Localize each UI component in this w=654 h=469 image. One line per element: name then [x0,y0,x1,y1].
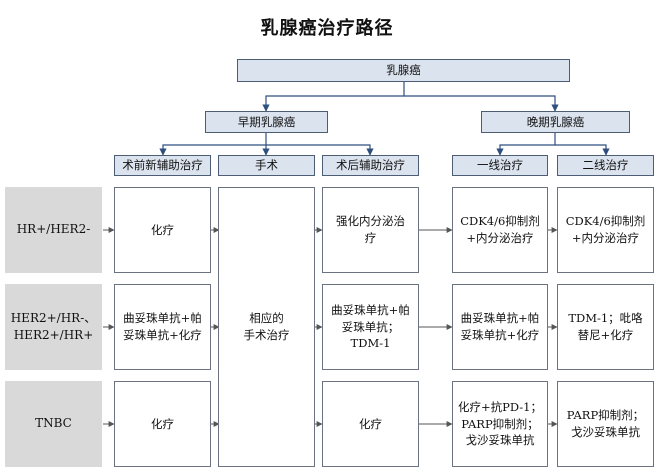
cell-row3-first-line: 化疗+抗PD-1； PARP抑制剂； 戈沙妥珠单抗 [452,381,548,467]
node-late-stage: 晚期乳腺癌 [481,111,630,133]
node-root: 乳腺癌 [237,59,570,82]
cell-row2-first-line: 曲妥珠单抗+帕 妥珠单抗+化疗 [452,284,548,370]
cell-row2-adjuvant: 曲妥珠单抗+帕 妥珠单抗； TDM-1 [322,284,419,370]
cell-row1-second-line: CDK4/6抑制剂 +内分泌治疗 [557,187,654,273]
connector-early-branch [159,133,267,156]
connector-late-second [555,144,610,156]
node-first-line: 一线治疗 [452,155,548,176]
connector-root-late [404,95,559,112]
row-label-her2-positive: HER2+/HR-、 HER2+/HR+ [5,284,102,370]
connector-root-branch [262,82,405,112]
diagram-title: 乳腺癌治疗路径 [260,18,394,39]
node-adjuvant: 术后辅助治疗 [322,155,419,176]
cell-row3-neoadjuvant: 化疗 [114,381,211,467]
cell-row1-first-line: CDK4/6抑制剂 +内分泌治疗 [452,187,548,273]
cell-surgery-all-rows: 相应的 手术治疗 [218,187,315,467]
node-neoadjuvant: 术前新辅助治疗 [114,155,211,176]
cell-row1-neoadjuvant: 化疗 [114,187,211,273]
cell-row2-neoadjuvant: 曲妥珠单抗+帕 妥珠单抗+化疗 [114,284,211,370]
node-second-line: 二线治疗 [557,155,654,176]
row-label-hr-positive: HR+/HER2- [5,187,102,273]
connector-late-branch [496,133,556,156]
connector-early-adjuvant [266,144,374,156]
cell-row2-second-line: TDM-1；吡咯 替尼+化疗 [557,284,654,370]
cell-row3-adjuvant: 化疗 [322,381,419,467]
cell-row1-adjuvant: 强化内分泌治 疗 [322,187,419,273]
node-surgery: 手术 [218,155,315,176]
node-early-stage: 早期乳腺癌 [205,111,328,133]
cell-row3-second-line: PARP抑制剂； 戈沙妥珠单抗 [557,381,654,467]
row-label-tnbc: TNBC [5,381,102,467]
